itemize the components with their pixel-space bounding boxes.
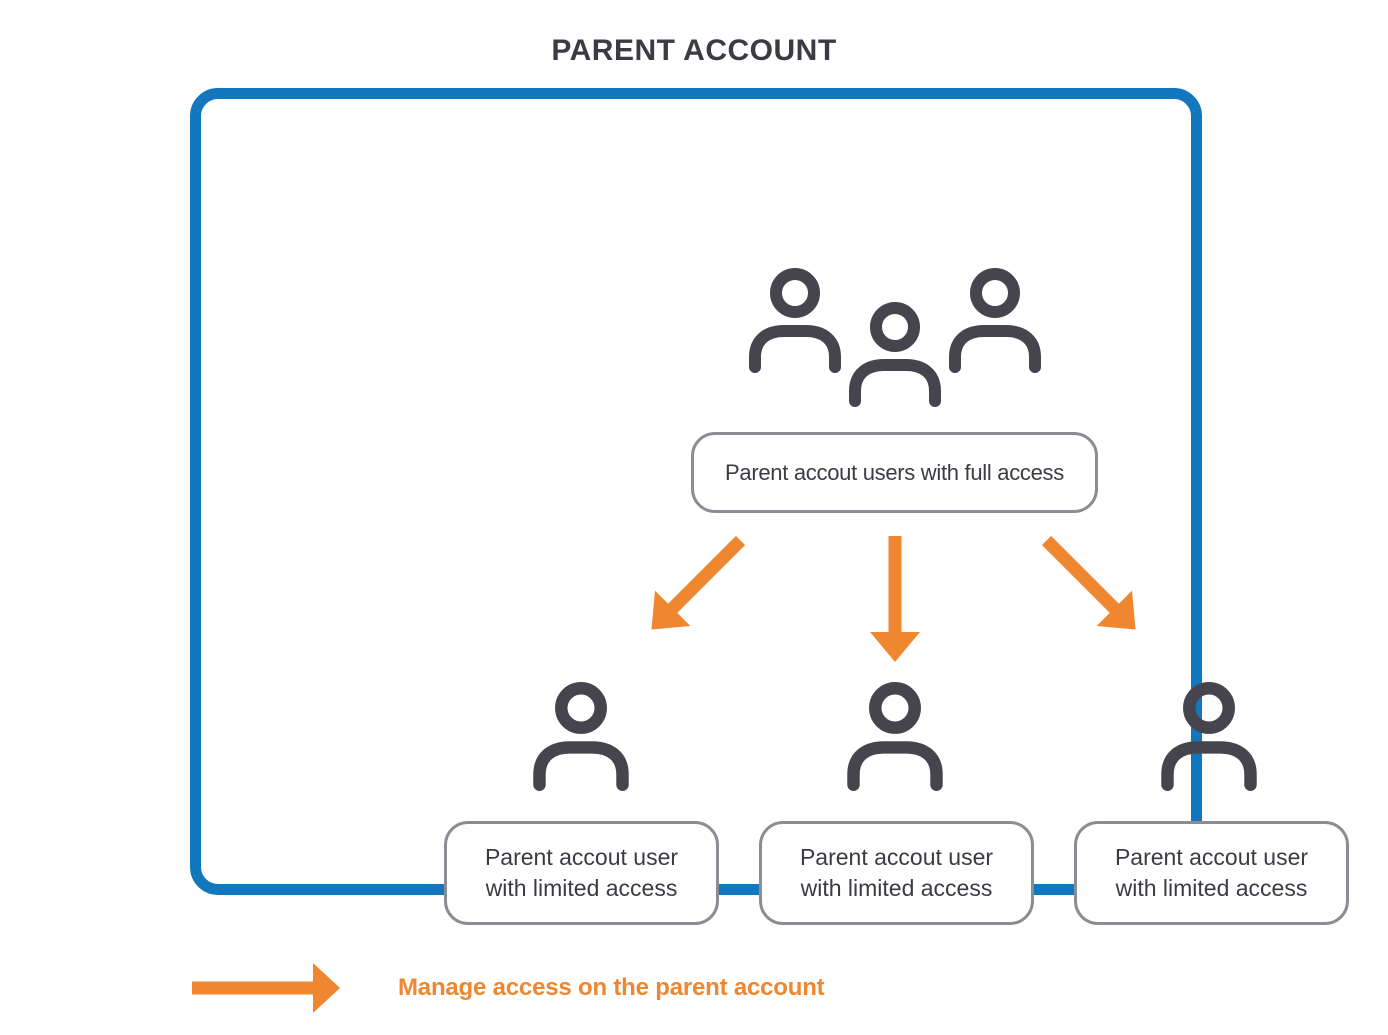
limited-access-node-label: Parent accout user with limited access: [1114, 844, 1309, 901]
full-access-node: Parent accout users with full access: [691, 432, 1098, 513]
limited-access-node: Parent accout user with limited access: [759, 821, 1034, 925]
legend-label: Manage access on the parent account: [398, 974, 825, 1001]
parent-account-frame: Parent accout users with full access: [190, 88, 1349, 925]
legend-right-arrow-icon: [192, 963, 340, 1013]
page-title: PARENT ACCOUNT: [551, 34, 837, 67]
user-icon: [533, 682, 629, 791]
arrow-down-icon: [870, 536, 920, 662]
limited-access-node-label: Parent accout user with limited access: [799, 844, 994, 901]
limited-access-node-label: Parent accout user with limited access: [484, 844, 679, 901]
full-access-node-label: Parent accout users with full access: [725, 459, 1064, 485]
user-icon: [1161, 682, 1257, 791]
limited-access-node: Parent accout user with limited access: [1074, 821, 1349, 925]
arrow-down-right-icon: [1041, 535, 1136, 630]
users-group-icon: [739, 267, 1051, 409]
limited-access-node: Parent accout user with limited access: [444, 821, 719, 925]
user-icon: [847, 682, 943, 791]
arrow-down-left-icon: [651, 535, 746, 630]
